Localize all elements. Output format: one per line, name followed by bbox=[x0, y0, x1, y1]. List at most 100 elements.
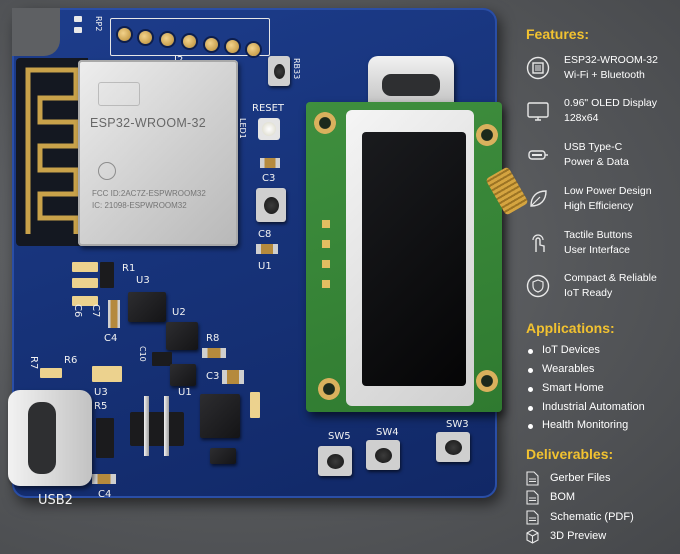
header-pin bbox=[183, 35, 196, 48]
header-j2 bbox=[110, 18, 270, 56]
label-u3-top: U3 bbox=[136, 275, 150, 286]
feature-line2: Power & Data bbox=[564, 156, 629, 168]
label-sw4: SW4 bbox=[376, 427, 399, 438]
pcb-notch bbox=[12, 8, 60, 56]
esp32-module: ESP32-WROOM-32 FCC ID:2AC7Z-ESPWROOM32 I… bbox=[78, 60, 238, 246]
esp32-fcc-text: FCC ID:2AC7Z-ESPWROOM32 IC: 21098-ESPWRO… bbox=[92, 189, 206, 210]
feature-line2: Wi-Fi + Bluetooth bbox=[564, 69, 645, 81]
feature-line2: High Efficiency bbox=[564, 200, 634, 212]
ce-mark-icon bbox=[98, 162, 116, 180]
resistor bbox=[202, 348, 226, 358]
deliverables-title: Deliverables: bbox=[526, 446, 614, 462]
label-reset: RESET bbox=[252, 103, 285, 114]
oled-pin bbox=[322, 260, 330, 268]
oled-pin bbox=[322, 280, 330, 288]
feature-item: ESP32-WROOM-32 Wi-Fi + Bluetooth bbox=[526, 52, 680, 88]
feature-line2: IoT Ready bbox=[564, 287, 613, 299]
feature-line1: Compact & Reliable bbox=[564, 272, 657, 284]
tact-button-sw5[interactable] bbox=[318, 446, 352, 476]
resistor bbox=[74, 27, 82, 33]
feature-item: 0.96" OLED Display 128x64 bbox=[526, 95, 680, 131]
capacitor bbox=[100, 262, 114, 288]
tact-button-sw3[interactable] bbox=[436, 432, 470, 462]
label-c3-bottom: C3 bbox=[206, 371, 220, 382]
label-r5: R5 bbox=[94, 401, 108, 412]
features-title: Features: bbox=[526, 26, 590, 42]
feature-line2: User Interface bbox=[564, 244, 630, 256]
resistor bbox=[72, 278, 98, 288]
capacitor bbox=[256, 244, 278, 254]
touch-icon bbox=[532, 234, 545, 252]
jumper-header bbox=[130, 396, 184, 456]
feature-line1: Tactile Buttons bbox=[564, 229, 633, 241]
ic bbox=[96, 418, 114, 458]
oled-pin bbox=[322, 240, 330, 248]
resistor bbox=[72, 296, 98, 306]
label-r6: R6 bbox=[64, 355, 78, 366]
mount-hole bbox=[318, 378, 340, 400]
feature-line1: 0.96" OLED Display bbox=[564, 97, 658, 109]
file-icon bbox=[526, 490, 539, 505]
feature-item: Tactile Buttons User Interface bbox=[526, 227, 680, 263]
crystal bbox=[92, 366, 122, 382]
capacitor bbox=[92, 474, 116, 484]
info-panel: Features: ESP32-WROOM-32 Wi-Fi + Bluetoo… bbox=[526, 0, 680, 554]
label-c7: C7 bbox=[90, 304, 101, 318]
tact-button-top[interactable] bbox=[268, 56, 290, 86]
ic-u3 bbox=[128, 292, 166, 322]
ic-u2 bbox=[166, 322, 198, 350]
feature-line1: Low Power Design bbox=[564, 185, 652, 197]
label-rp2: RP2 bbox=[94, 16, 103, 32]
label-r7: R7 bbox=[28, 356, 39, 370]
esp32-antenna bbox=[16, 58, 88, 246]
feature-item: Compact & Reliable IoT Ready bbox=[526, 270, 680, 306]
feature-line2: 128x64 bbox=[564, 112, 599, 124]
label-c3: C3 bbox=[262, 173, 276, 184]
shield-icon bbox=[526, 274, 550, 298]
label-u2: U2 bbox=[172, 307, 186, 318]
ic bbox=[170, 364, 196, 386]
resistor bbox=[40, 368, 62, 378]
file-icon bbox=[526, 510, 539, 525]
header-pin bbox=[161, 33, 174, 46]
label-sw3: SW3 bbox=[446, 419, 469, 430]
label-sw5: SW5 bbox=[328, 431, 351, 442]
usb-icon bbox=[528, 150, 548, 160]
capacitor bbox=[108, 300, 120, 328]
capacitor bbox=[222, 370, 244, 384]
file-icon bbox=[526, 471, 539, 486]
resistor bbox=[74, 16, 82, 22]
label-rb33: RB33 bbox=[292, 58, 301, 80]
feature-item: Low Power Design High Efficiency bbox=[526, 183, 680, 219]
antenna-trace-icon bbox=[25, 67, 79, 234]
tact-button-sw4[interactable] bbox=[366, 440, 400, 470]
label-c10: C10 bbox=[138, 346, 147, 362]
label-u3-bottom: U3 bbox=[94, 387, 108, 398]
reset-button[interactable] bbox=[256, 188, 286, 222]
leaf-icon bbox=[530, 190, 547, 207]
header-pin bbox=[247, 43, 260, 56]
capacitor bbox=[260, 158, 280, 168]
espressif-logo bbox=[98, 82, 140, 106]
label-usb2: USB2 bbox=[38, 493, 73, 508]
mount-hole bbox=[476, 370, 498, 392]
mount-hole bbox=[314, 112, 336, 134]
label-c8: C8 bbox=[258, 229, 272, 240]
resistor bbox=[250, 392, 260, 418]
ic bbox=[210, 448, 236, 464]
capacitor bbox=[152, 352, 172, 366]
header-pin bbox=[118, 28, 131, 41]
label-u1-bottom: U1 bbox=[178, 387, 192, 398]
label-r8: R8 bbox=[206, 333, 220, 344]
feature-line1: USB Type-C bbox=[564, 141, 623, 153]
label-c6: C6 bbox=[72, 304, 83, 318]
header-pin bbox=[139, 31, 152, 44]
chip-icon bbox=[526, 56, 550, 80]
label-led1: LED1 bbox=[238, 118, 247, 139]
applications-title: Applications: bbox=[526, 320, 615, 336]
header-pin bbox=[226, 40, 239, 53]
mount-hole bbox=[476, 124, 498, 146]
feature-item: USB Type-C Power & Data bbox=[526, 139, 680, 175]
label-r1: R1 bbox=[122, 263, 136, 274]
oled-pin bbox=[322, 220, 330, 228]
